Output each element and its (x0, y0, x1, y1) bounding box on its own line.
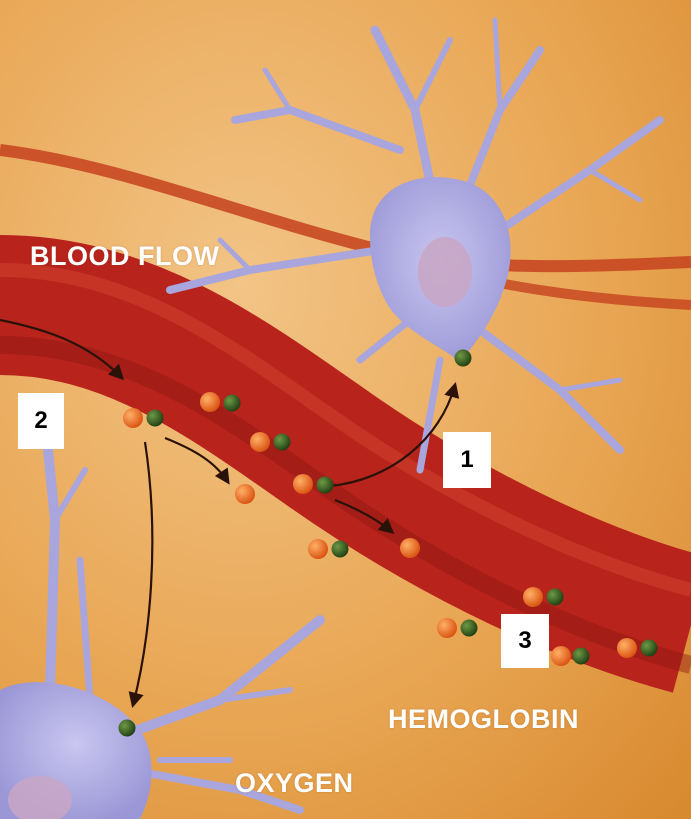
oxygen-particle (224, 395, 241, 412)
hemoglobin-particle (523, 587, 543, 607)
oxygen-particle (317, 477, 334, 494)
oxygen-particle (573, 648, 590, 665)
hemoglobin-particle (308, 539, 328, 559)
hemoglobin-particle (400, 538, 420, 558)
oxygen-particle (332, 541, 349, 558)
hemoglobin-particle (617, 638, 637, 658)
hemoglobin-particle (551, 646, 571, 666)
oxygen-label: OXYGEN (235, 768, 354, 799)
marker-1: 1 (443, 432, 491, 488)
oxygen-particle (461, 620, 478, 637)
hemoglobin-particle (123, 408, 143, 428)
oxygen-particle (641, 640, 658, 657)
marker-3: 3 (501, 614, 549, 668)
hemoglobin-label: HEMOGLOBIN (388, 704, 579, 735)
oxygen-particle (547, 589, 564, 606)
oxygen-particle (147, 410, 164, 427)
oxygen-particle-upper-neuron (455, 350, 472, 367)
oxygen-particle (274, 434, 291, 451)
hemoglobin-particle (200, 392, 220, 412)
neuron-upper-nucleus (418, 237, 472, 307)
blood-flow-label: BLOOD FLOW (30, 241, 219, 272)
hemoglobin-particle (250, 432, 270, 452)
hemoglobin-particle (437, 618, 457, 638)
oxygen-particle-lower-neuron (119, 720, 136, 737)
marker-2: 2 (18, 393, 64, 449)
hemoglobin-particle (235, 484, 255, 504)
hemoglobin-particle (293, 474, 313, 494)
